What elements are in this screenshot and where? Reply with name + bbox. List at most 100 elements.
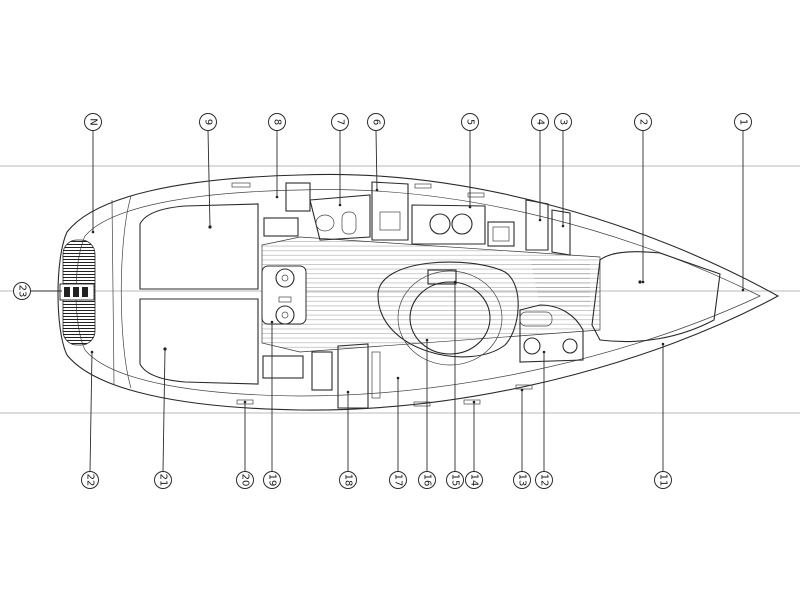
galley-bench [341, 211, 357, 235]
callout-b-11: 11 [654, 471, 672, 489]
leader-dot-b-19 [270, 320, 274, 324]
callout-circle-t-9a [199, 113, 217, 131]
callout-number-t-6: 6 [371, 119, 382, 125]
table-leaf-15 [427, 269, 457, 285]
leader-dot-b-20 [243, 400, 247, 404]
starboard-lockers [262, 304, 584, 409]
locker-8 [285, 182, 311, 212]
callout-b-18: 18 [339, 471, 357, 489]
callout-circle-b-15 [446, 471, 464, 489]
callout-circle-t-4 [531, 113, 549, 131]
leader-dot-b-18 [346, 390, 350, 394]
cockpit-winches [261, 265, 307, 325]
callout-t-6: 6 [367, 113, 385, 131]
callout-number-t-8: 8 [272, 119, 283, 125]
callout-circle-b-22 [81, 471, 99, 489]
callout-circle-b-12 [535, 471, 553, 489]
callout-number-t-2: 2 [638, 119, 649, 125]
callout-number-b-15: 15 [450, 474, 461, 487]
aft-cabins [139, 203, 259, 385]
transom-line [120, 195, 132, 389]
ladder-step-a [64, 287, 70, 297]
callout-number-t-7: 7 [335, 119, 346, 125]
callout-t-2: 2 [634, 113, 652, 131]
leader-line-b-22 [89, 351, 93, 472]
callout-circle-b-14 [465, 471, 483, 489]
leader-dot-b-16 [425, 338, 429, 342]
leader-dot-t-6 [375, 188, 379, 192]
callout-b-17: 17 [389, 471, 407, 489]
callout-b-20: 20 [236, 471, 254, 489]
saloon-dinette [377, 261, 519, 366]
callout-leaders [30, 130, 745, 472]
callout-circle-t-5 [461, 113, 479, 131]
callout-circle-t-6 [367, 113, 385, 131]
callout-number-t-1: 1 [738, 119, 749, 125]
callout-b-15: 15 [446, 471, 464, 489]
leader-dot-t-2 [641, 280, 645, 284]
leader-dot-b-15 [453, 280, 457, 284]
winch-starboard-drum [281, 311, 289, 319]
callout-number-b-12: 12 [539, 474, 550, 487]
callout-number-b-18: 18 [343, 474, 354, 487]
galley-sink [315, 214, 335, 232]
callout-number-b-21: 21 [158, 474, 169, 487]
winch-starboard [275, 305, 295, 325]
callout-number-b-16: 16 [422, 474, 433, 487]
settee-16 [377, 261, 519, 358]
callout-number-b-20: 20 [240, 474, 251, 487]
callout-number-t-n: N [88, 118, 99, 125]
callout-number-b-17: 17 [393, 474, 404, 487]
callout-number-t-3: 3 [558, 119, 569, 125]
chainplate-stbd-bow [515, 384, 533, 390]
callout-circle-b-17 [389, 471, 407, 489]
locker-18 [337, 343, 369, 409]
callout-number-t-9a: 9 [203, 119, 214, 125]
callout-b-16: 16 [418, 471, 436, 489]
callout-t-1: 1 [734, 113, 752, 131]
wet-locker-bench [519, 311, 553, 327]
callout-number-b-19: 19 [267, 474, 278, 487]
winch-handle-holder [278, 296, 292, 303]
callout-circle-s-23 [13, 282, 31, 300]
locker-3 [551, 209, 571, 256]
callout-t-7: 7 [331, 113, 349, 131]
callout-circle-t-8 [268, 113, 286, 131]
callout-b-22: 22 [81, 471, 99, 489]
ladder-step-b [73, 287, 79, 297]
chainplate-port-fwd [467, 192, 485, 198]
callout-circle-b-16 [418, 471, 436, 489]
leader-dot-t-3 [561, 224, 565, 228]
callout-b-19: 19 [263, 471, 281, 489]
port-lockers [263, 181, 571, 256]
shower-box [487, 221, 515, 247]
locker-8-top [263, 217, 299, 237]
callout-circle-b-11 [654, 471, 672, 489]
companionway [261, 265, 307, 325]
callout-b-13: 13 [513, 471, 531, 489]
callout-b-21: 21 [154, 471, 172, 489]
leader-dot-t-9a [208, 225, 212, 229]
forward-berth-2 [591, 251, 721, 343]
leader-dot-t-n [91, 230, 95, 234]
callout-circle-b-13 [513, 471, 531, 489]
callout-number-t-5: 5 [465, 119, 476, 125]
chart-table-6 [371, 181, 409, 241]
leader-line-b-21 [162, 348, 166, 472]
dinette-table-rim [397, 270, 503, 366]
callout-circle-b-21 [154, 471, 172, 489]
berth-marker-2 [638, 280, 642, 284]
callout-circle-t-3 [554, 113, 572, 131]
leader-dot-t-4 [538, 218, 542, 222]
callout-t-n: N [84, 113, 102, 131]
leader-line-t-6 [375, 130, 378, 191]
locker-17 [371, 351, 381, 399]
leader-dot-b-11 [661, 342, 665, 346]
callout-number-t-4: 4 [535, 119, 546, 125]
aft-cabin-starboard-berth [139, 298, 259, 385]
callout-t-4: 4 [531, 113, 549, 131]
locker-4 [525, 199, 549, 251]
callout-number-b-22: 22 [85, 474, 96, 487]
